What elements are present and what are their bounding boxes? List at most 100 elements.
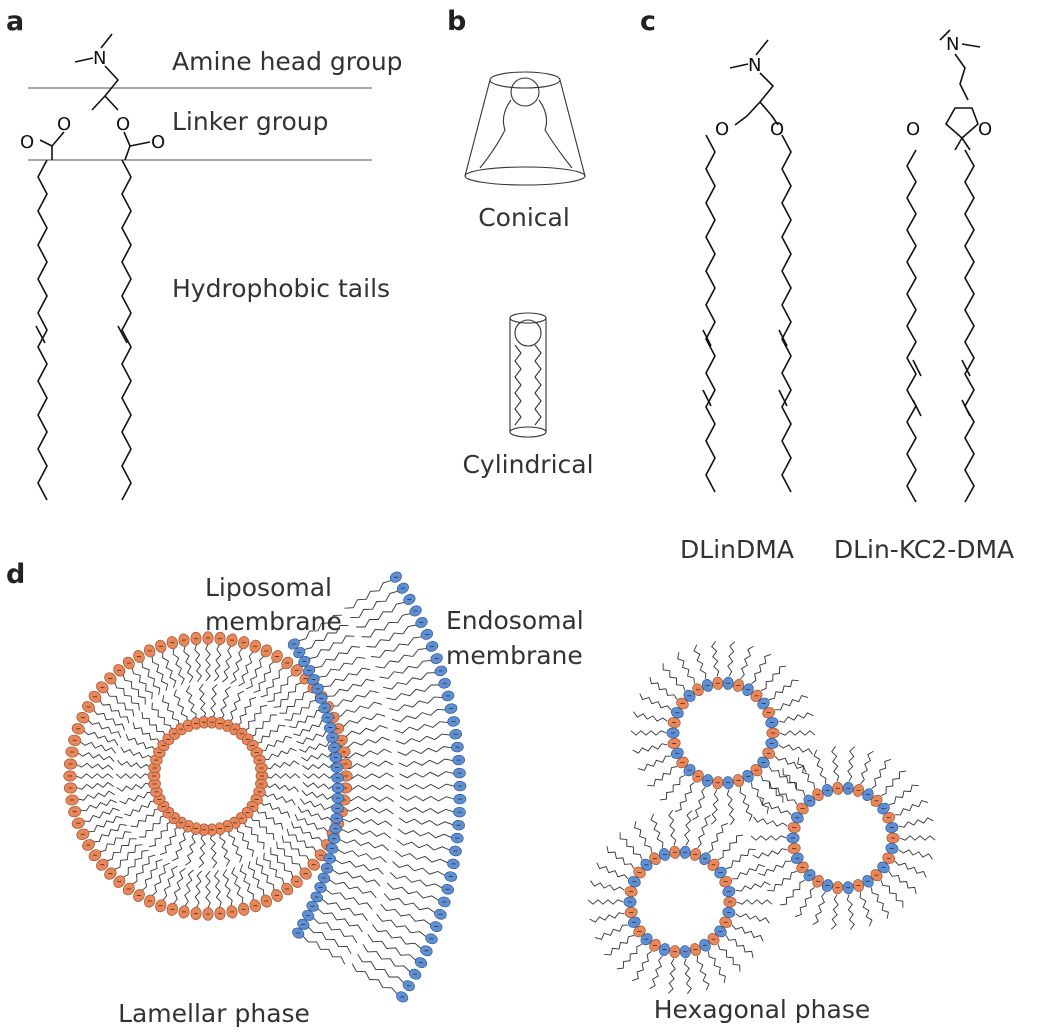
lipid-tail [394,721,448,734]
lipid-tail [880,770,907,797]
lipid-tail [616,943,643,970]
oxygen-atom: O [906,119,920,140]
lipid-tail [222,645,232,683]
lipid-tail [222,868,233,907]
lipid-tail [888,871,917,894]
lipid-tail [343,772,394,780]
lipid-tail [751,653,772,684]
lipid-tail [668,810,677,846]
lipid-tail [219,832,231,867]
conical-shape [464,71,586,186]
lipid-tail [727,641,736,677]
lipid-tail [350,590,398,618]
label-dlindma: DLinDMA [680,535,794,564]
lipid-tail [198,683,207,719]
nitrogen-atom: N [946,34,959,55]
lipid-tail [322,898,368,922]
lipid-tail [362,944,411,972]
lipid-tail [847,746,856,782]
lipid-tail [397,746,452,756]
lipid-tail [767,871,797,892]
lipid-tail [634,821,652,853]
oxygen-atom: O [116,114,130,135]
label-cylindrical: Cylindrical [462,450,593,479]
lipid-tail [391,708,446,723]
lipid-tail [383,893,435,913]
hydrophobic-tail-left [906,149,917,503]
lipid-tail [380,903,431,925]
lipid-tail [250,714,277,737]
lipid-tail [637,755,671,771]
label-conical: Conical [478,203,570,232]
lipid-tail [99,831,132,853]
lipid-tail [779,730,816,736]
lipid-tail [333,701,383,717]
lipid-tail [260,735,292,752]
lipid-tail [122,674,146,705]
lipid-tail [356,601,405,628]
lamellar-phase-diagram [63,571,467,1003]
lipid-tail [735,913,770,924]
lipid-tail [898,849,933,860]
lipid-tail [386,684,439,701]
ester-bond [124,145,131,161]
lipid-tail [83,807,120,822]
lipid-tail [396,839,450,851]
lipid-tail [231,867,244,904]
dlindma-structure: N O O [702,39,792,493]
lipid-tail [205,643,211,682]
lipid-tail [162,865,178,901]
lipid-tail [342,817,393,827]
lipid-tail [632,743,668,754]
lipid-tail [317,908,363,933]
lipid-tail [397,828,452,839]
lipid-tail [238,651,254,687]
lipid-tail [337,849,387,863]
lipid-tail [343,795,395,802]
lipid-tail [587,899,624,905]
lipid-tail [693,644,707,679]
lipid-tail [589,912,625,923]
lipid-tail [260,667,284,698]
headgroup-bonds [954,53,969,101]
lipid-tail [293,719,328,737]
lipid-tail [173,867,186,904]
lipid-tail [859,892,873,927]
lipid-tail [725,935,754,958]
lipid-tail [830,894,839,930]
label-endosomal-membrane-line1: Endosomal [446,606,584,635]
lipid-tail [299,798,336,811]
lipid-tail [647,766,677,787]
lipid-tail [692,786,706,821]
lipid-tail [757,860,791,876]
lipid-tail [344,580,392,609]
lipid-tail [394,850,448,864]
lipid-tail [263,852,285,885]
lipid-tail [375,648,427,669]
lipid-tail [194,644,203,682]
lipid-tail [871,758,892,789]
lipid-tail [778,744,813,755]
lipid-tail [894,860,927,878]
lipid-tail [590,880,625,891]
lipid-tail [308,926,352,954]
lipid-tail [290,821,323,843]
lipid-tail [236,826,255,857]
lipid-tail [386,882,439,901]
lipid-tail [649,955,663,990]
double-bond [961,399,971,417]
hexagonal-phase-diagram [587,641,936,994]
lipid-tail [213,644,222,682]
lipid-tail [318,656,366,678]
lipid-tail [132,854,156,885]
lipid-tail [379,660,431,679]
lipid-tail [323,667,371,688]
lipid-tail [383,672,436,690]
lipid-tail [228,829,243,863]
lipid-tail [259,800,291,819]
lipid-tail [711,641,720,677]
lipid-tail [151,702,173,731]
lipid-tail [739,787,753,822]
lipid-tail [398,758,453,768]
lipid-tail [263,792,296,806]
